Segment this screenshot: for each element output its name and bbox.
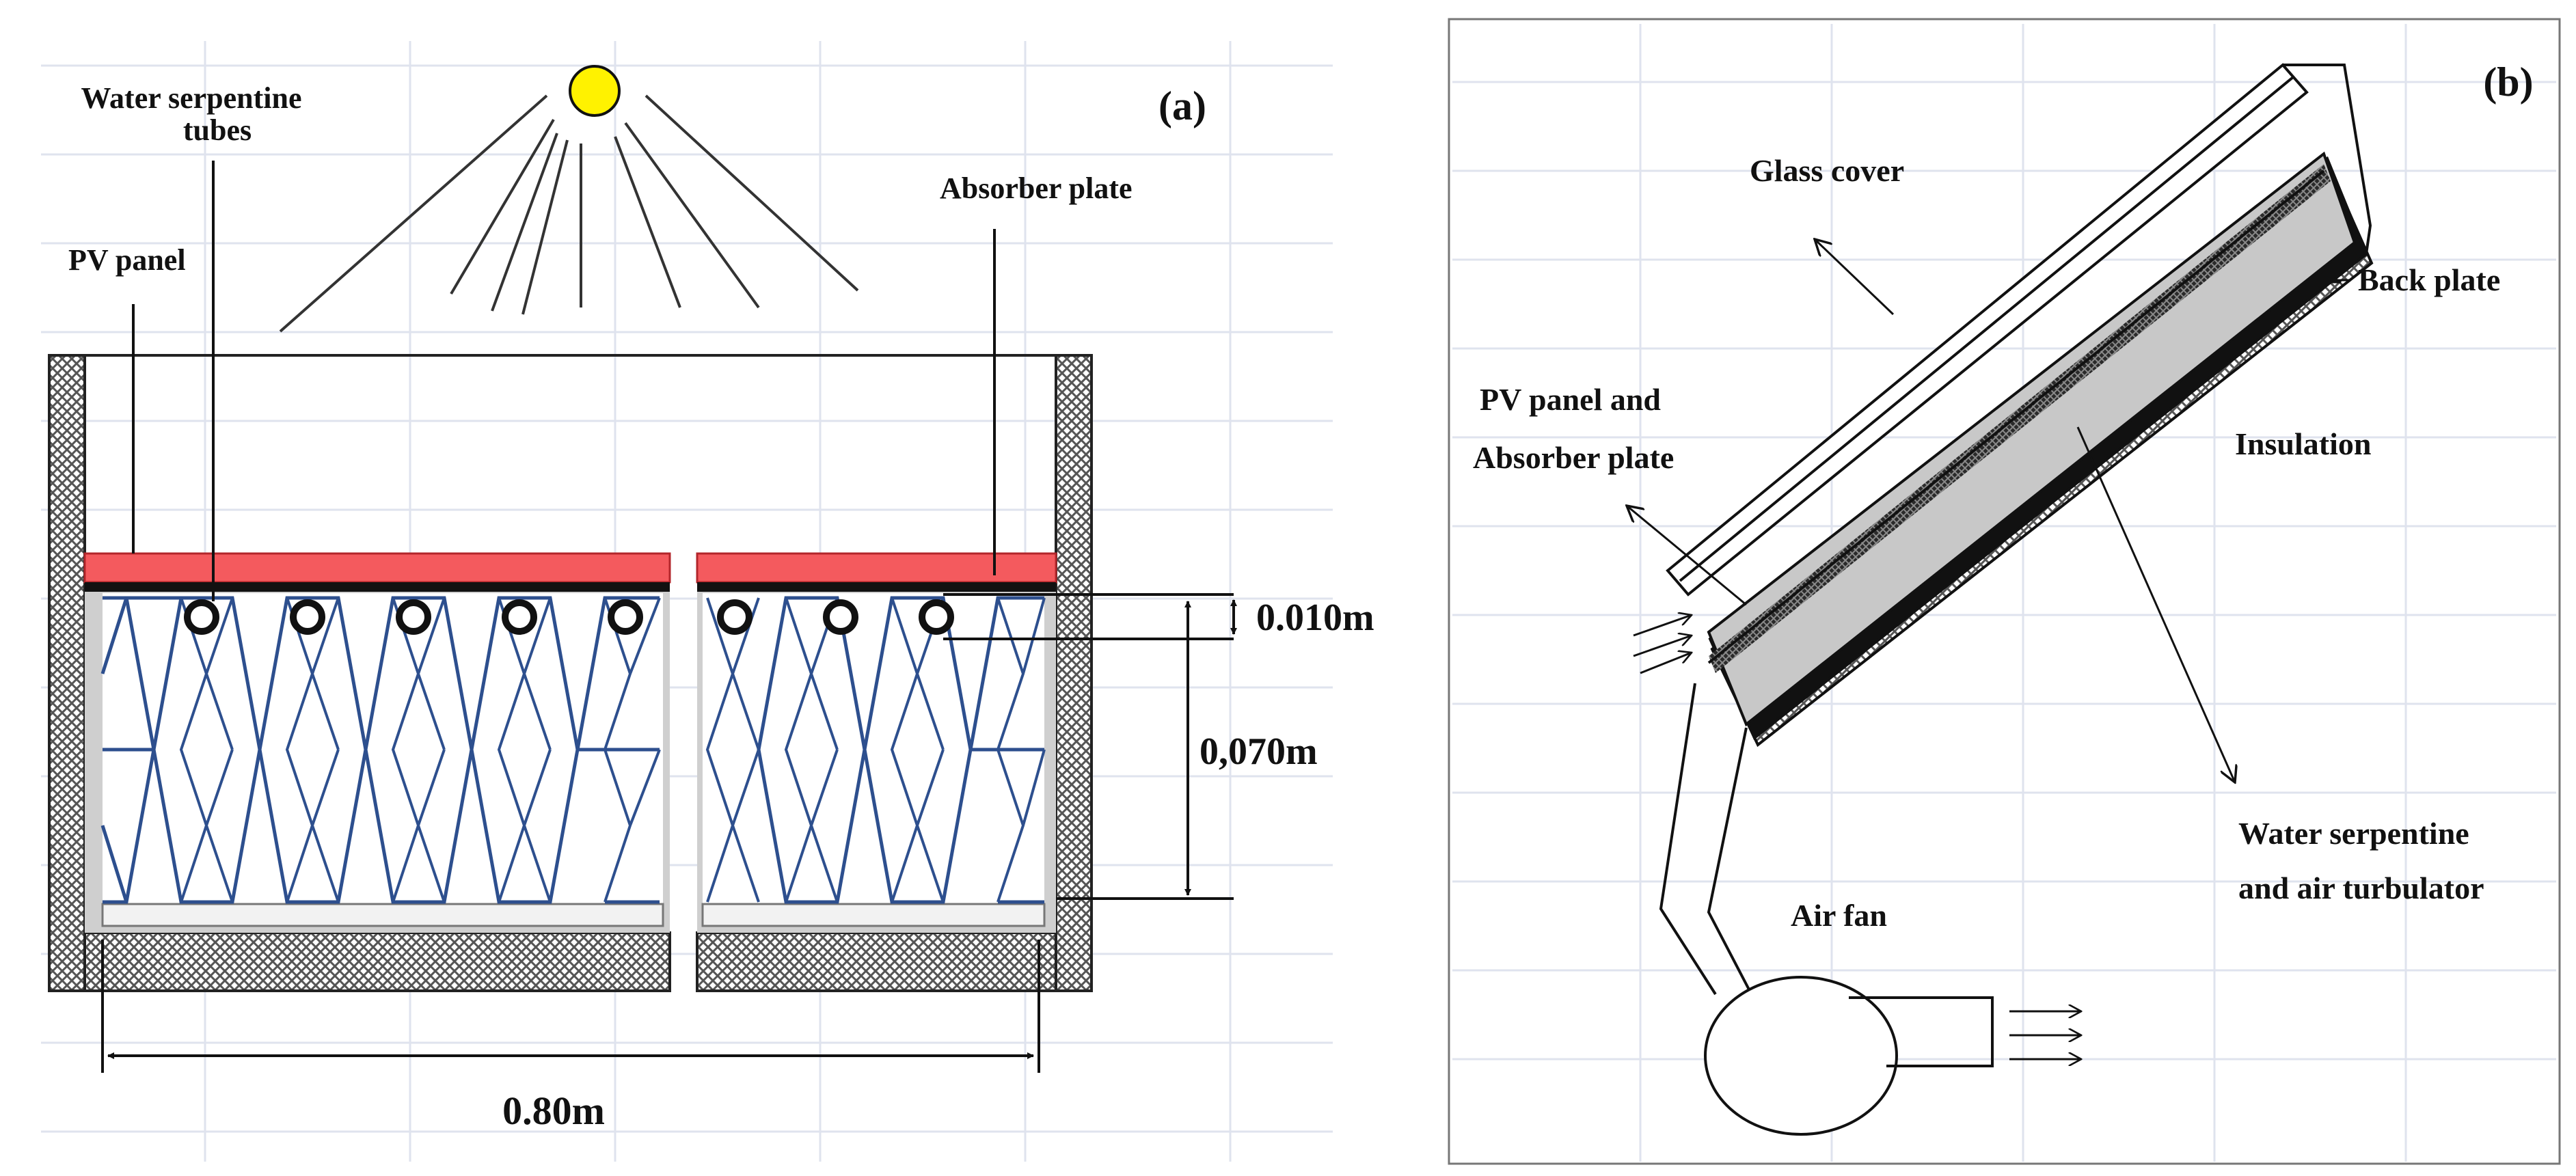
label-glass-cover: Glass cover (1750, 153, 1904, 188)
glass-cover (1666, 63, 2309, 597)
label-back-plate: Back plate (2358, 262, 2500, 297)
panel-b-leaders (1627, 239, 2351, 782)
label-water-tubes-1: Water serpentine (81, 81, 301, 115)
dim-channel-height: 0,070m (1199, 730, 1318, 773)
air-turbulator (100, 596, 1046, 904)
panel-a-leaders (132, 161, 996, 601)
outlet-air-arrows (2009, 1011, 2081, 1059)
label-water-tubes-2: tubes (183, 113, 252, 147)
label-serpentine-2: and air turbulator (2238, 871, 2484, 905)
label-pv-panel: PV panel (68, 243, 186, 277)
panel-b-border (1448, 18, 2561, 1165)
water-serpentine-tubes (184, 599, 954, 635)
absorber-plate (85, 582, 1056, 592)
sun-icon (279, 65, 859, 333)
label-pv-absorber-2: Absorber plate (1473, 440, 1674, 475)
label-absorber-plate: Absorber plate (940, 172, 1133, 205)
label-insulation: Insulation (2235, 426, 2371, 461)
panel-a: (a) (41, 41, 1374, 1162)
collector-casing (48, 354, 1093, 992)
panel-b: (b) (1448, 18, 2561, 1165)
dimension-lines (101, 593, 1237, 1073)
label-air-fan: Air fan (1791, 898, 1887, 933)
label-pv-absorber-1: PV panel and (1480, 382, 1661, 417)
panel-b-tag: (b) (2483, 59, 2533, 105)
inlet-air-arrows (1633, 615, 1692, 674)
pv-panel (83, 552, 1057, 584)
air-duct (1659, 64, 2372, 1136)
collector-body (1707, 151, 2374, 748)
label-serpentine-1: Water serpentine (2238, 816, 2469, 851)
panel-b-grid (1452, 24, 2556, 1162)
dim-tube-spacing: 0.010m (1256, 597, 1374, 639)
panel-a-tag: (a) (1158, 83, 1206, 128)
dim-width: 0.80m (502, 1089, 605, 1133)
